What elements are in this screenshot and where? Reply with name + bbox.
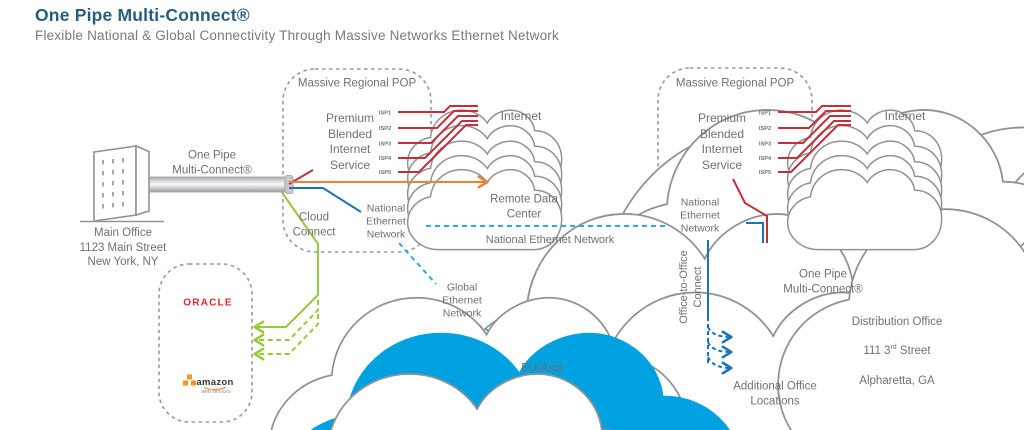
national-to-pipe-link — [746, 222, 764, 243]
isp-clouds-left: ISP1 ISP2 ISP3 ISP4 ISP5 — [379, 109, 562, 250]
cloud-services — [183, 297, 746, 430]
page-subtitle: Flexible National & Global Connectivity … — [35, 28, 559, 43]
cloud-services-border — [158, 263, 253, 423]
isp-label: ISP4 — [379, 156, 392, 162]
isp-clouds-right: ISP1 ISP2 ISP3 ISP4 ISP5 — [759, 109, 942, 250]
isp-internet-links-left — [288, 105, 478, 185]
internet-label-left: Internet — [500, 109, 542, 124]
isp-label: ISP2 — [759, 126, 771, 132]
internet-label-right: Internet — [884, 109, 926, 124]
one-pipe-label-right: One Pipe Multi-Connect® — [783, 268, 863, 295]
pop-left-border — [282, 68, 432, 253]
premium-blended-label-left: Premium Blended Internet Service — [325, 110, 375, 172]
premium-to-pipe-link — [732, 178, 768, 243]
isp-label: ISP1 — [759, 111, 771, 117]
national-ethernet-line-label: National Ethernet Network — [485, 233, 615, 246]
eu-asia-label: EU/Asia — [521, 362, 563, 375]
national-to-global-link — [398, 242, 437, 285]
isp-internet-links-right — [732, 105, 851, 243]
oracle-logo: ORACLE — [183, 297, 233, 309]
cloud-connect-label: Cloud Connect — [292, 211, 336, 238]
main-office-label: Main Office 1123 Main Street New York, N… — [79, 226, 167, 269]
premium-blended-label-right: Premium Blended Internet Service — [697, 110, 747, 172]
office-to-office-links — [707, 240, 733, 375]
distribution-office-street: 111 3rd Street — [863, 344, 931, 357]
national-ethernet-label-right: National Ethernet Network — [680, 196, 720, 235]
one-pipe-label-left: One Pipe Multi-Connect® — [172, 149, 252, 176]
remote-data-center-label: Remote Data Center — [490, 193, 558, 220]
pop-right-border — [657, 67, 813, 253]
page-title: One Pipe Multi-Connect® — [35, 5, 250, 25]
salesforce-logo: salesforce — [177, 331, 237, 346]
additional-office-label: Additional Office Locations — [733, 380, 817, 407]
distribution-office-city: Alpharetta, GA — [859, 374, 935, 387]
isp-label: ISP4 — [759, 156, 772, 162]
isp-label: ISP1 — [379, 111, 391, 117]
isp-label: ISP3 — [379, 142, 391, 148]
aws-logo-name: amazon — [196, 376, 234, 388]
distribution-office-label: Distribution Office 111 3rd Street Alpha… — [852, 300, 943, 388]
isp-label: ISP3 — [759, 142, 771, 148]
pop-left-label: Massive Regional POP — [297, 77, 417, 90]
cloud-connect-links — [253, 190, 319, 361]
one-pipe-left-pipe — [147, 175, 294, 194]
national-ethernet-label-left: National Ethernet Network — [366, 202, 406, 241]
office-to-office-label: Office-to-Office Connect — [677, 250, 704, 324]
main-office-windows — [102, 158, 124, 209]
pipe-to-national-link — [289, 187, 362, 213]
isp-label: ISP2 — [379, 126, 391, 132]
main-office-building — [80, 144, 164, 223]
aws-logo-sub: web services — [201, 388, 231, 395]
amazon-smile-icon — [203, 386, 227, 391]
isp-label: ISP5 — [759, 170, 771, 176]
isp-label: ISP5 — [379, 170, 391, 176]
distribution-office-name: Distribution Office — [851, 315, 943, 328]
pop-right-label: Massive Regional POP — [675, 77, 795, 90]
global-ethernet-label: Global Ethernet Network — [442, 281, 482, 320]
aws-boxes-icon — [183, 374, 196, 386]
